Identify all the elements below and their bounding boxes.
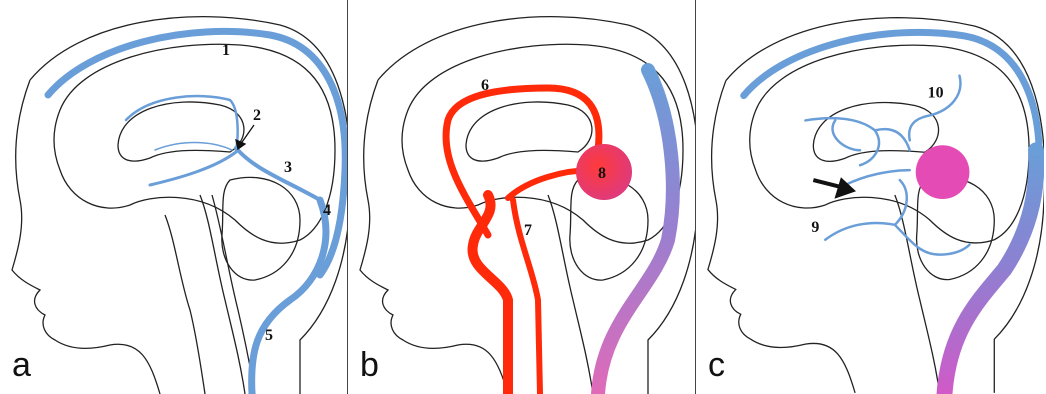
- label-3: 3: [284, 159, 292, 176]
- label-6: 6: [481, 77, 489, 94]
- internal-cerebral-vein: [126, 96, 238, 150]
- deep-vein-network: [805, 118, 879, 165]
- label-1: 1: [222, 42, 230, 59]
- face-outline: [12, 80, 160, 394]
- median-prosencephalic-vein: [845, 170, 910, 185]
- panel-letter-c: c: [708, 348, 725, 382]
- label-8: 8: [598, 165, 606, 182]
- panel-b-diagram: 6 7 8: [348, 0, 696, 394]
- label-10: 10: [928, 85, 944, 102]
- panel-a-diagram: 1 2 3 4 5: [0, 0, 348, 394]
- label-2: 2: [253, 107, 261, 124]
- cerebellum: [222, 177, 300, 280]
- superior-sagittal-sinus: [48, 31, 345, 275]
- label-4: 4: [323, 202, 331, 219]
- brain-outline: [54, 44, 335, 243]
- superior-sagittal-sinus: [744, 32, 1040, 170]
- label-7: 7: [524, 222, 532, 239]
- anterior-cerebral-artery: [446, 88, 599, 235]
- thalamostriate-vein: [155, 143, 232, 151]
- label-5: 5: [265, 327, 273, 344]
- vein-of-galen-aneurysm: [916, 145, 970, 199]
- brainstem-inner: [212, 195, 255, 394]
- arrow-2-head: [236, 140, 245, 149]
- panel-c-diagram: 9 10: [696, 0, 1044, 394]
- transverse-sigmoid-sinus: [252, 200, 326, 394]
- panel-a: 1 2 3 4 5 a: [0, 0, 348, 394]
- basal-vein: [150, 152, 236, 185]
- straight-sinus: [236, 148, 320, 200]
- label-9: 9: [811, 219, 819, 236]
- internal-carotid-artery: [473, 195, 508, 394]
- brain-outline: [750, 45, 1029, 243]
- tentorium: [165, 215, 205, 394]
- dilated-venous-drainage: [598, 70, 673, 394]
- panel-b: 6 7 8 b: [348, 0, 696, 394]
- panel-letter-a: a: [12, 348, 31, 382]
- deep-vein-branch: [833, 120, 861, 150]
- corpus-callosum: [466, 102, 592, 161]
- panel-c: 9 10 c: [696, 0, 1046, 394]
- panel-letter-b: b: [360, 348, 379, 382]
- deep-vein-branch-2: [875, 129, 910, 150]
